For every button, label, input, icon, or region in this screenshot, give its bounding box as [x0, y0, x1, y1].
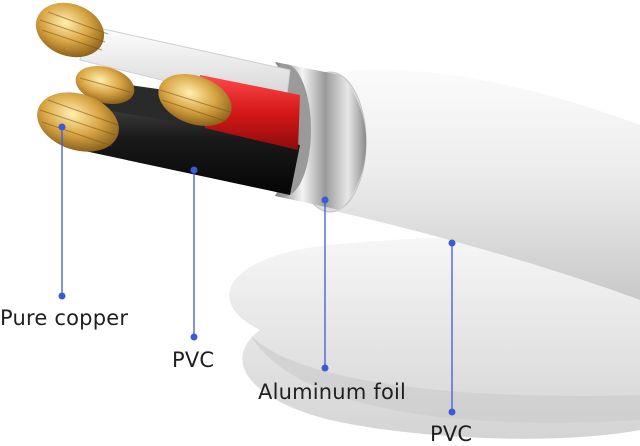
label-pvc-inner: PVC: [172, 348, 215, 372]
leader-dots: [58, 123, 456, 416]
label-pure-copper: Pure copper: [0, 306, 129, 330]
label-pvc-outer: PVC: [430, 422, 473, 446]
copper-strand-texture: [39, 11, 231, 147]
cable-loop-shadow: [250, 335, 640, 423]
outer-jacket: [320, 69, 640, 301]
black-insulation-wire: [80, 100, 300, 195]
label-aluminum-foil: Aluminum foil: [258, 380, 407, 404]
leader-lines: [61, 127, 453, 412]
